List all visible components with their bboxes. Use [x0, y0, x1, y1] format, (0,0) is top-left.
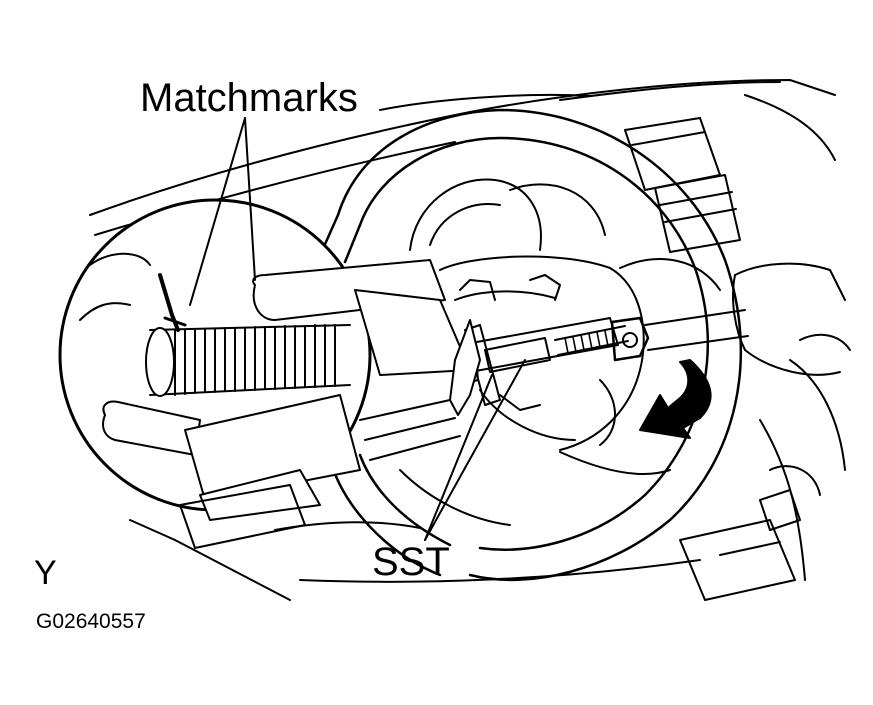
rotation-arrow-icon	[639, 359, 712, 439]
instrument-gauges	[409, 178, 606, 251]
matchmarks-label: Matchmarks	[140, 76, 358, 120]
matchmarks-leader-lines	[189, 117, 256, 306]
center-console	[679, 465, 821, 601]
steering-wheel-hub	[399, 255, 721, 526]
corner-letter-label: Y	[34, 554, 57, 592]
sst-leader-lines	[424, 359, 526, 541]
lower-trim	[179, 484, 421, 549]
sst-label: SST	[372, 540, 450, 584]
steering-shaft-splines	[145, 324, 351, 397]
hand-right	[732, 262, 851, 376]
detail-callout-circle	[58, 198, 481, 521]
figure-code-label: G02640557	[36, 610, 146, 633]
dashboard-vent	[624, 117, 741, 253]
sst-puller-tool	[454, 309, 749, 406]
steering-wheel-rim	[316, 108, 742, 582]
